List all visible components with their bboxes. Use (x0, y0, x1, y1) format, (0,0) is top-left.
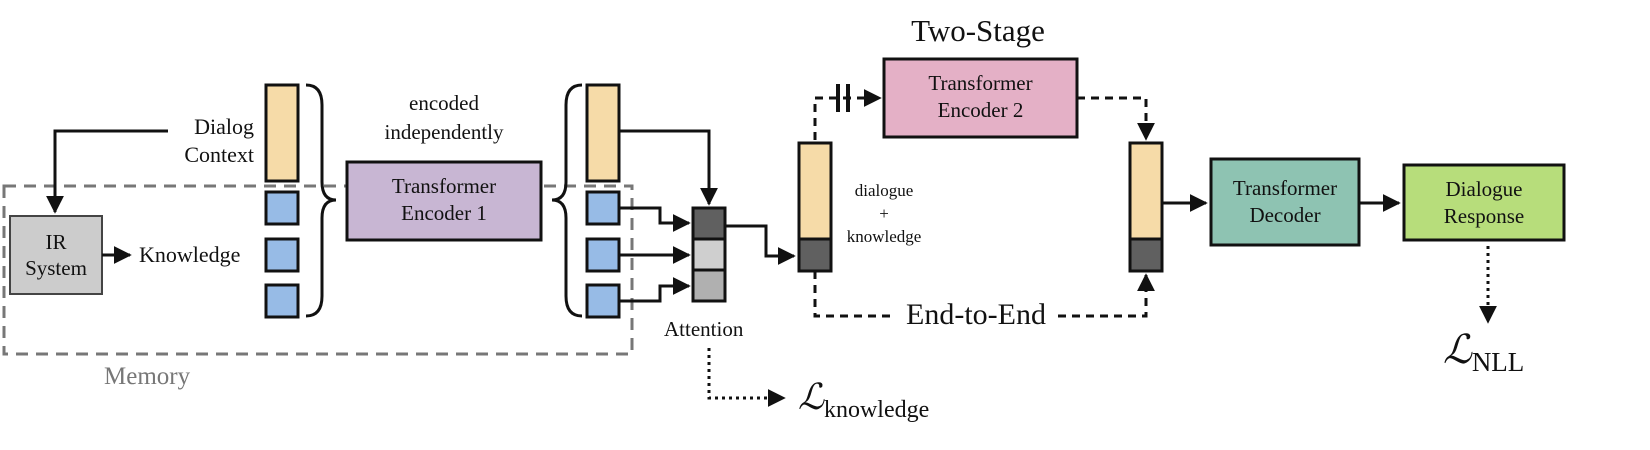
arrow-encoder2-to-decoder-input (1077, 96, 1155, 141)
memory-region (2, 184, 634, 356)
response-label: Dialogue Response (1404, 176, 1564, 230)
encoder1-box (345, 160, 543, 242)
arrow-end-to-end-left (813, 271, 893, 318)
encoder2-line-1: Transformer (928, 71, 1033, 95)
arrow-knowledge3-to-attention (619, 277, 691, 303)
encoder2-line-2: Encoder 2 (937, 98, 1024, 122)
arrow-knowledge1-to-attention (619, 206, 691, 232)
brace-right (551, 83, 583, 318)
loss-nll: ℒNLL (1443, 325, 1525, 377)
loss-knowledge-symbol: ℒ (798, 377, 824, 417)
dialog-context-label: Dialog Context (164, 113, 254, 169)
encoder1-line-1: Transformer (391, 174, 497, 198)
dialogue-knowledge-line-3: knowledge (846, 227, 922, 246)
context-vector-right (585, 83, 621, 183)
attention-label: Attention (664, 317, 744, 341)
dialog-context-line-1: Dialog (194, 114, 254, 139)
brace-left (305, 83, 337, 318)
context-vector-left (264, 83, 300, 183)
knowledge-vector-left-3 (264, 283, 300, 319)
attention-cell-3 (691, 268, 727, 303)
knowledge-label: Knowledge (139, 242, 241, 267)
encoded-line-1: encoded (409, 91, 479, 115)
decoder-label: Transformer Decoder (1211, 175, 1359, 229)
dialogue-knowledge-line-1: dialogue (854, 181, 914, 200)
dialogue-knowledge-label: dialogue + knowledge (834, 179, 934, 248)
arrow-end-to-end-right (1058, 273, 1155, 318)
decoder-input-vector (1128, 141, 1164, 241)
encoder1-line-2: Encoder 1 (401, 201, 487, 225)
arrow-context-to-attention (619, 129, 718, 206)
two-stage-title: Two-Stage (911, 13, 1045, 48)
fused-vector (797, 141, 833, 241)
fused-vector-knowledge-part (797, 237, 833, 273)
loss-knowledge-subscript: knowledge (823, 397, 930, 423)
ir-system-line-2: System (25, 256, 87, 280)
decoder-line-2: Decoder (1249, 203, 1321, 227)
attention-cell-1 (691, 206, 727, 241)
ir-system-line-1: IR (45, 230, 67, 254)
loss-nll-symbol: ℒ (1443, 327, 1472, 372)
end-to-end-label: End-to-End (906, 298, 1046, 331)
response-line-1: Dialogue (1445, 177, 1523, 201)
memory-label: Memory (104, 363, 191, 390)
response-line-2: Response (1443, 204, 1525, 228)
loss-nll-subscript: NLL (1471, 347, 1525, 377)
loss-knowledge: ℒknowledge (798, 375, 930, 423)
attention-cell-2 (691, 237, 727, 272)
knowledge-vector-right-3 (585, 283, 621, 319)
arrow-fused-to-encoder2 (813, 89, 882, 140)
encoder2-box (882, 57, 1079, 139)
encoder1-label: Transformer Encoder 1 (347, 173, 541, 227)
ir-system-label: IR System (10, 229, 102, 281)
decoder-input-knowledge-part (1128, 237, 1164, 273)
decoder-line-1: Transformer (1232, 176, 1338, 200)
dialog-context-line-2: Context (184, 142, 254, 167)
arrow-attention-to-fused (725, 224, 796, 265)
knowledge-vector-right-1 (585, 190, 621, 226)
encoder2-label: Transformer Encoder 2 (884, 70, 1077, 124)
knowledge-vector-left-1 (264, 190, 300, 226)
knowledge-vector-left-2 (264, 237, 300, 273)
encoded-line-2: independently (384, 120, 504, 144)
knowledge-vector-right-2 (585, 237, 621, 273)
arrow-context-to-ir (46, 129, 168, 214)
response-box (1402, 163, 1566, 242)
arrow-attention-to-loss-knowledge (707, 348, 786, 407)
encoded-independently-label: encoded independently (364, 89, 524, 147)
dialogue-knowledge-line-2: + (879, 204, 889, 223)
